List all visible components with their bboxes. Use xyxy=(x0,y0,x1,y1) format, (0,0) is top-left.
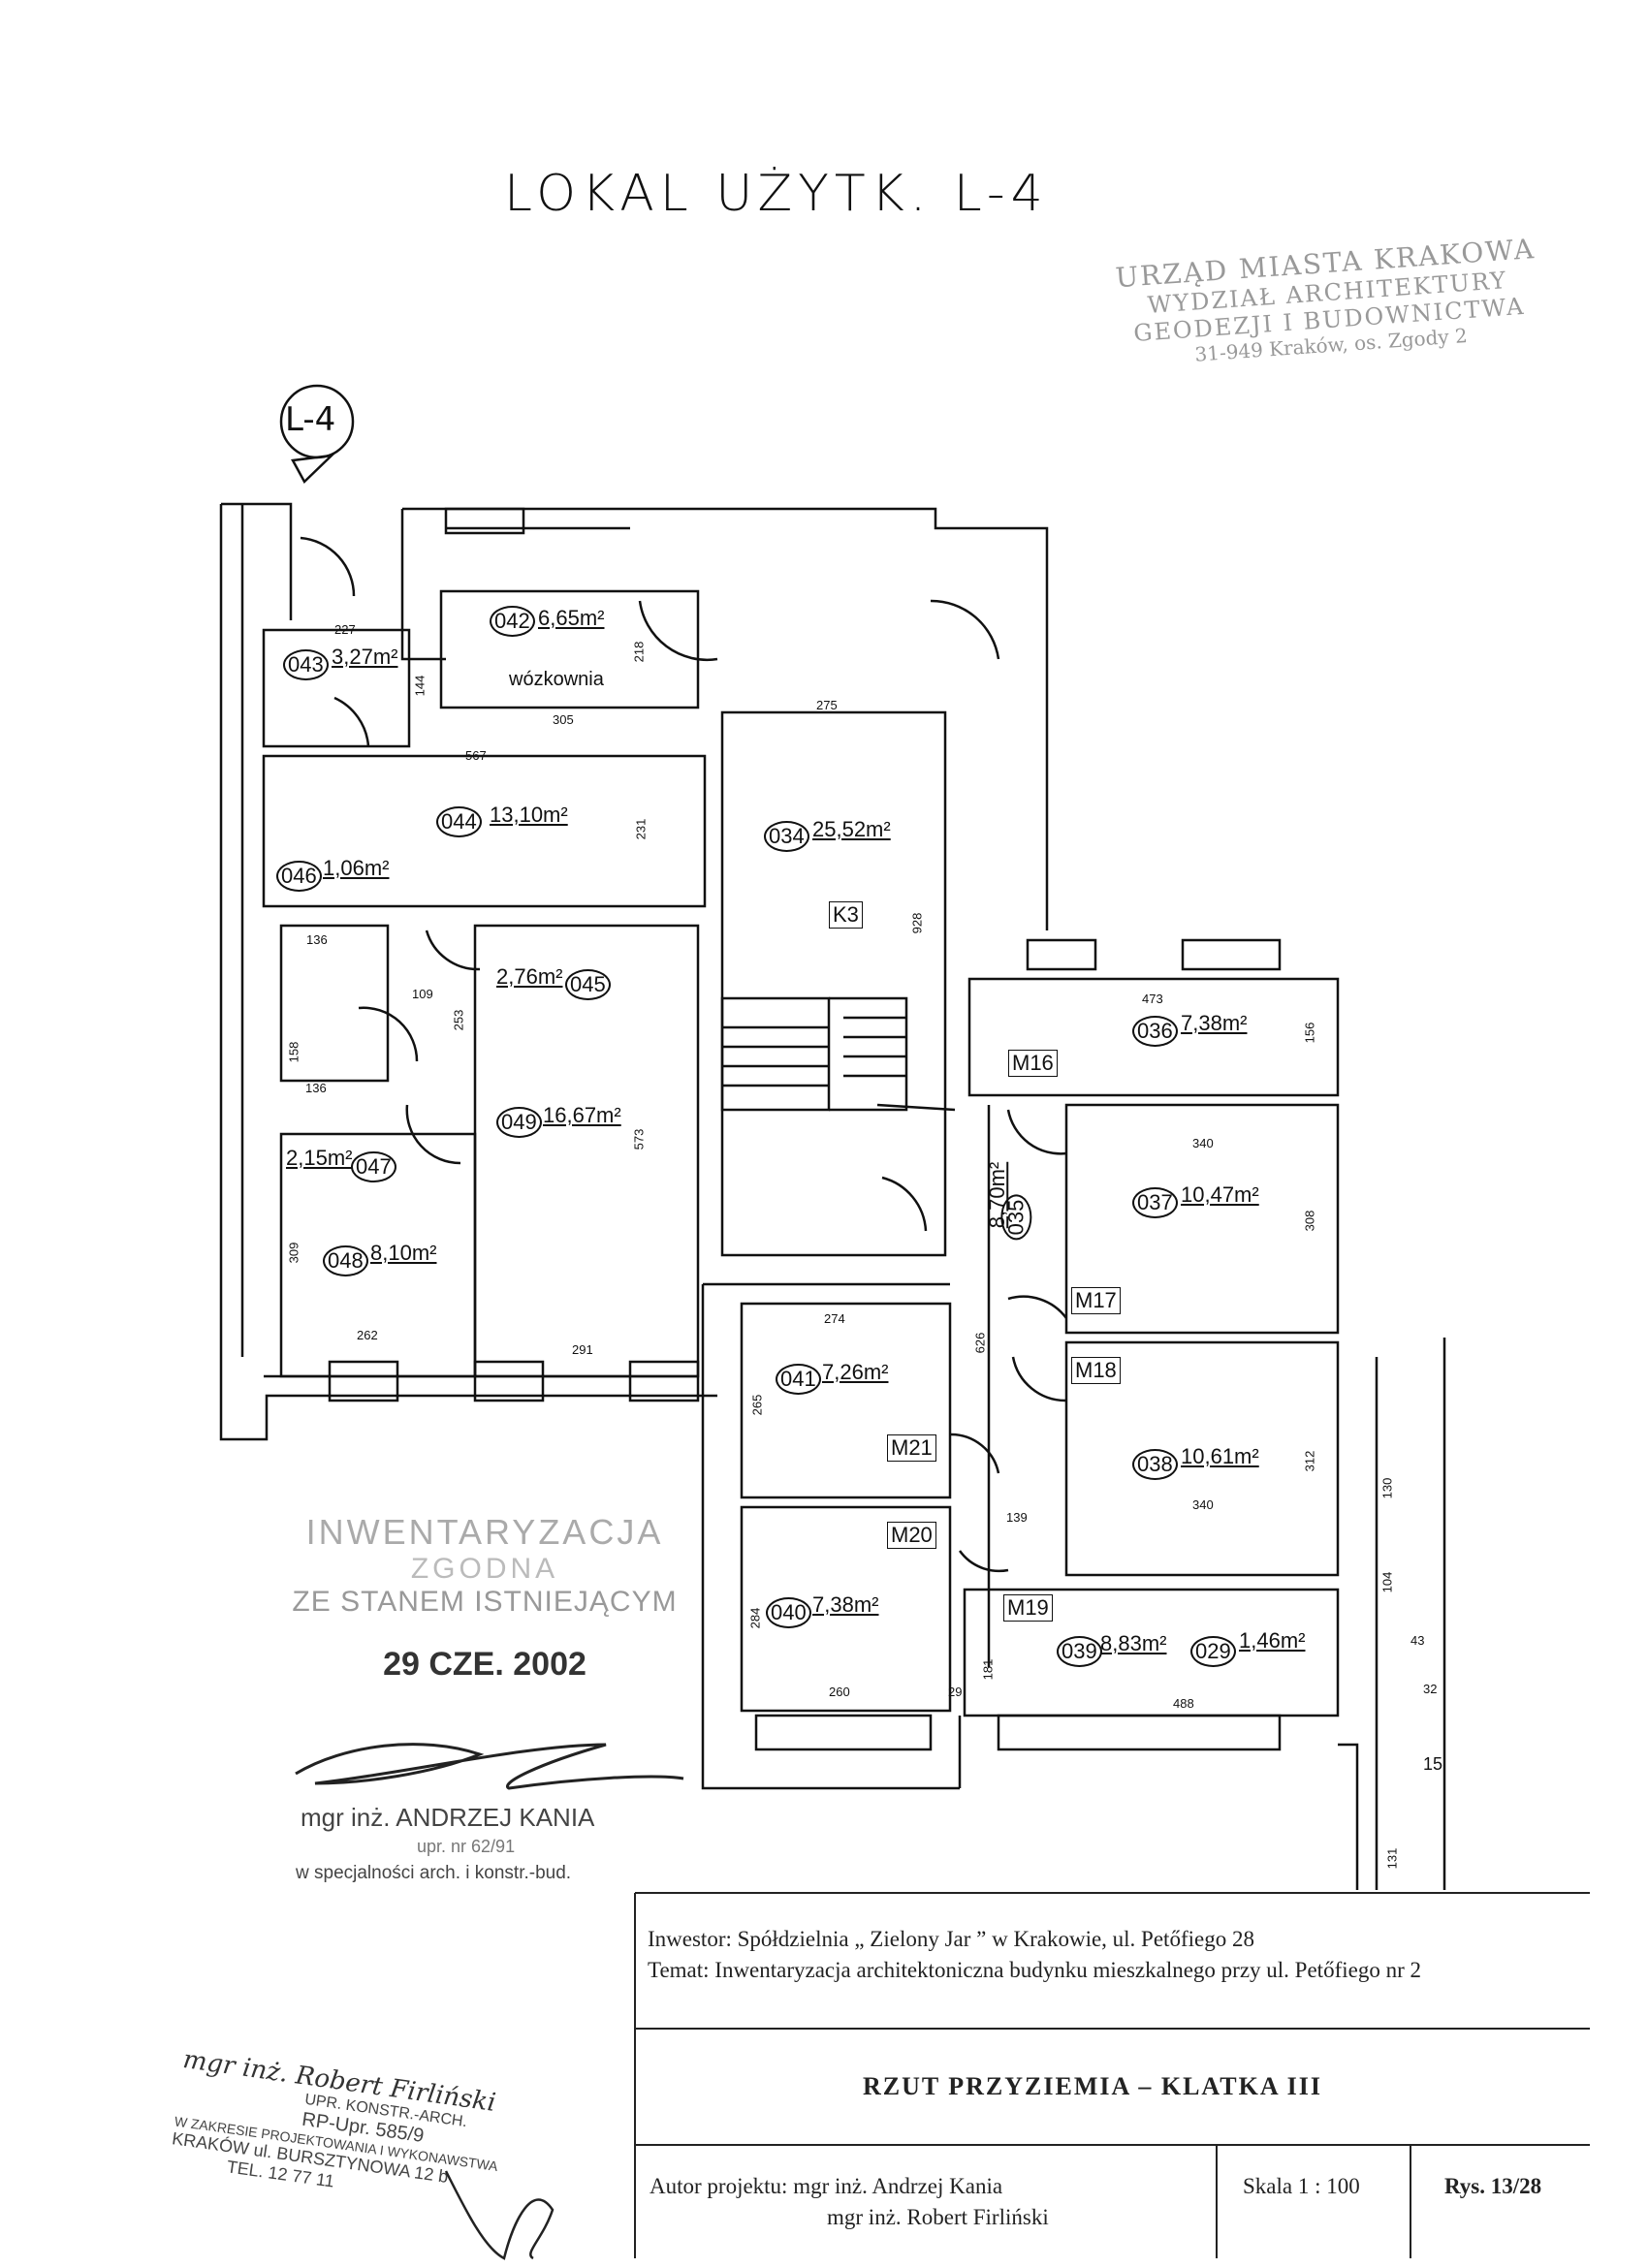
room-034-label: K3 xyxy=(829,901,863,929)
dim-label: 262 xyxy=(357,1328,378,1342)
dim-label: 488 xyxy=(1173,1696,1194,1711)
room-043-number: 043 xyxy=(283,649,329,680)
dim-label: 32 xyxy=(1423,1682,1438,1696)
marker-label: L-4 xyxy=(285,400,336,439)
sheet-number: Rys. 13/28 xyxy=(1444,2174,1542,2198)
dim-label: 473 xyxy=(1142,992,1163,1006)
inventory-stamp: INWENTARYZACJA ZGODNA ZE STANEM ISTNIEJĄ… xyxy=(281,1512,688,1684)
room-048-area: 8,10m² xyxy=(370,1241,437,1265)
dim-label: 274 xyxy=(824,1311,845,1326)
drawing-title: RZUT PRZYZIEMIA – KLATKA III xyxy=(863,2072,1323,2100)
room-038-label: M18 xyxy=(1071,1357,1121,1384)
room-034-number: 034 xyxy=(764,821,809,852)
dim-label: 305 xyxy=(553,712,574,727)
dim-label: 291 xyxy=(572,1342,593,1357)
room-046-number: 046 xyxy=(276,861,322,892)
room-047-area: 2,15m² xyxy=(286,1146,353,1170)
room-029-area: 1,46m² xyxy=(1239,1628,1306,1653)
room-040-area: 7,38m² xyxy=(812,1592,879,1617)
sheet-title: LOKAL UŻYTK. L-4 xyxy=(504,165,1049,223)
room-042-number: 042 xyxy=(490,606,535,637)
floor-plan xyxy=(219,502,1446,1890)
room-049-number: 049 xyxy=(496,1107,542,1138)
unit-marker: L-4 xyxy=(273,373,370,493)
dim-label: 15 xyxy=(1423,1754,1443,1774)
dim-label: 29 xyxy=(948,1685,963,1699)
room-037-area: 10,47m² xyxy=(1181,1182,1259,1207)
signature-kania xyxy=(295,1743,684,1790)
room-037-label: M17 xyxy=(1071,1287,1121,1314)
room-045-area: 2,76m² xyxy=(496,964,563,989)
inventory-stamp-line2: ZGODNA xyxy=(410,1553,559,1585)
room-039-number: 039 xyxy=(1057,1636,1102,1667)
room-036-number: 036 xyxy=(1132,1016,1178,1047)
dim-label: 340 xyxy=(1192,1497,1214,1512)
room-039-label: M19 xyxy=(1003,1594,1053,1622)
dim-label: 109 xyxy=(412,987,433,1001)
author2-text: mgr inż. Robert Firliński xyxy=(827,2205,1049,2229)
signature-firlinski xyxy=(444,2170,555,2260)
room-045-number: 045 xyxy=(565,969,611,1000)
inventory-stamp-date: 29 CZE. 2002 xyxy=(383,1646,586,1683)
dim-label: 275 xyxy=(816,698,838,712)
inventory-stamp-spec: w specjalności arch. i konstr.-bud. xyxy=(296,1863,572,1883)
room-041-area: 7,26m² xyxy=(822,1360,889,1384)
inventory-stamp-name: mgr inż. ANDRZEJ KANIA xyxy=(301,1803,595,1832)
dim-label: 340 xyxy=(1192,1136,1214,1150)
dim-label: 136 xyxy=(306,932,328,947)
room-034-area: 25,52m² xyxy=(812,817,891,841)
marker-icon xyxy=(279,384,355,485)
dim-label: 227 xyxy=(334,622,356,637)
room-039-area: 8,83m² xyxy=(1100,1631,1167,1655)
room-037-number: 037 xyxy=(1132,1187,1178,1218)
room-042-name: wózkownia xyxy=(509,669,604,690)
dim-label: 139 xyxy=(1006,1510,1028,1525)
inventory-stamp-line3: ZE STANEM ISTNIEJĄCYM xyxy=(292,1586,678,1618)
room-046-area: 1,06m² xyxy=(323,856,390,880)
room-036-area: 7,38m² xyxy=(1181,1011,1248,1035)
room-048-number: 048 xyxy=(323,1245,368,1276)
room-041-number: 041 xyxy=(776,1364,821,1395)
room-042-area: 6,65m² xyxy=(538,606,605,630)
dim-label: 567 xyxy=(465,748,487,763)
room-044-number: 044 xyxy=(436,806,482,837)
room-038-number: 038 xyxy=(1132,1449,1178,1480)
room-049-area: 16,67m² xyxy=(543,1103,621,1127)
room-041-label: M21 xyxy=(887,1434,936,1462)
room-036-label: M16 xyxy=(1008,1050,1058,1077)
scale-text: Skala 1 : 100 xyxy=(1243,2174,1360,2198)
room-047-number: 047 xyxy=(351,1151,396,1182)
room-038-area: 10,61m² xyxy=(1181,1444,1259,1468)
author-text: Autor projektu: mgr inż. Andrzej Kania xyxy=(650,2174,1003,2198)
dim-label: 136 xyxy=(305,1081,327,1095)
room-029-number: 029 xyxy=(1190,1636,1236,1667)
room-040-label: M20 xyxy=(887,1522,936,1549)
room-043-area: 3,27m² xyxy=(332,645,398,669)
dim-label: 260 xyxy=(829,1685,850,1699)
room-044-area: 13,10m² xyxy=(490,803,568,827)
investor-text: Inwestor: Spółdzielnia „ Zielony Jar ” w… xyxy=(648,1927,1254,1951)
dim-label: 43 xyxy=(1410,1633,1425,1648)
subject-text: Temat: Inwentaryzacja architektoniczna b… xyxy=(648,1958,1421,1982)
inventory-stamp-upr: upr. nr 62/91 xyxy=(417,1837,516,1856)
inventory-stamp-line1: INWENTARYZACJA xyxy=(305,1512,664,1552)
room-040-number: 040 xyxy=(766,1597,811,1628)
